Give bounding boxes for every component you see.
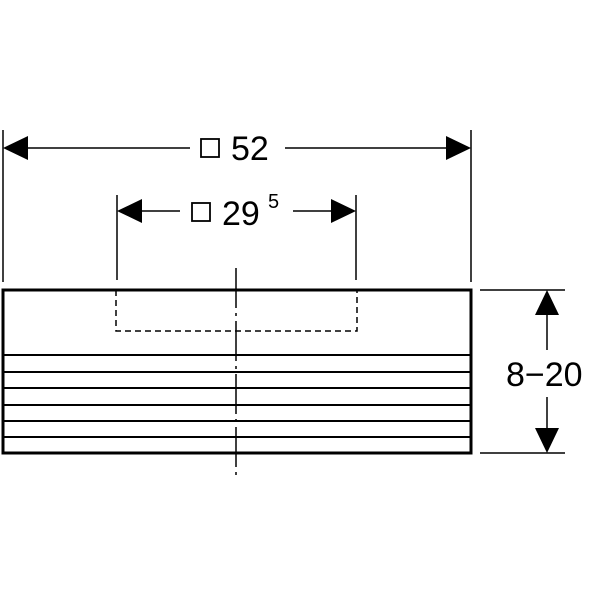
extension-lines xyxy=(2,130,565,454)
arrow-up-icon xyxy=(535,290,559,315)
square-symbol-icon xyxy=(191,202,211,222)
arrow-left-icon xyxy=(117,199,142,223)
height-range-value: 8−20 xyxy=(506,356,583,394)
dimension-height: 8−20 xyxy=(506,290,583,453)
layer-lines xyxy=(3,354,471,438)
arrow-right-icon xyxy=(331,199,356,223)
square-symbol-icon xyxy=(200,138,220,158)
inner-width-value: 29 xyxy=(222,195,260,233)
outer-width-value: 52 xyxy=(231,130,269,168)
arrow-right-icon xyxy=(446,136,471,160)
tile-body xyxy=(1,288,473,455)
dimension-outer-width: 52 xyxy=(3,130,471,168)
arrow-left-icon xyxy=(3,136,28,160)
inner-width-superscript: 5 xyxy=(268,191,279,213)
arrow-down-icon xyxy=(535,428,559,453)
dimension-inner-width: 29 5 xyxy=(117,191,356,233)
